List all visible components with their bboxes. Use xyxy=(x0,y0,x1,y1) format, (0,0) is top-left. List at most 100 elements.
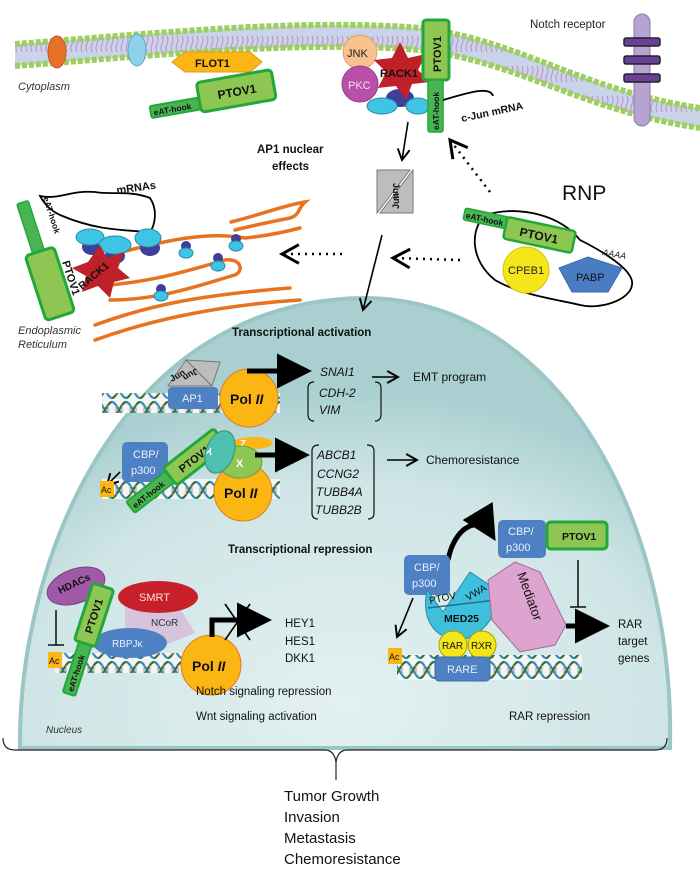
nucleus-label: Nucleus xyxy=(46,725,82,736)
mediator-shape xyxy=(487,561,567,653)
gene-ccng2: CCNG2 xyxy=(317,467,359,481)
ncor-label: NCoR xyxy=(151,618,178,629)
rar-label: RAR xyxy=(442,641,463,652)
pabp-pentagon xyxy=(558,256,623,293)
jun-label-bottom: Jun xyxy=(391,193,401,209)
ap1-box xyxy=(168,387,218,409)
ptov1-label: PTOV1 xyxy=(217,81,258,102)
emt-program-label: EMT program xyxy=(413,370,486,384)
gene-snai1: SNAI1 xyxy=(320,365,355,379)
outcome-item: Metastasis xyxy=(284,830,356,847)
y-factor xyxy=(204,430,236,474)
er-label-1: Endoplasmic xyxy=(18,325,81,337)
cbp-left-label-1: CBP/ xyxy=(414,562,441,574)
rar-target-1: RAR xyxy=(618,619,642,631)
rare-box xyxy=(434,656,491,682)
rar-target-2: target xyxy=(618,636,648,648)
rbpjk-label: RBPJκ xyxy=(112,639,144,650)
notch-bar xyxy=(623,55,661,65)
cpeb1-circle xyxy=(502,246,550,294)
bracket-right-1 xyxy=(374,381,382,422)
gene-abcb1: ABCB1 xyxy=(316,448,356,462)
curved-arrow-cbp xyxy=(445,501,496,561)
notch-bar xyxy=(623,37,661,47)
flot1-label: FLOT1 xyxy=(195,58,230,70)
pol2-label-2: Pol II xyxy=(224,485,259,501)
pkc-label: PKC xyxy=(348,80,371,92)
outcome-item: Chemoresistance xyxy=(284,851,401,868)
bracket-left-2 xyxy=(311,444,320,520)
ap1-label: AP1 xyxy=(182,393,203,405)
gene-vim: VIM xyxy=(319,403,340,417)
rxr-label: RXR xyxy=(471,641,492,652)
jnk-label: JNK xyxy=(347,48,368,60)
bracket-left-1 xyxy=(307,381,315,422)
c-jun-mrna-strand xyxy=(442,89,494,101)
pabp-label: PABP xyxy=(576,272,605,284)
cbp-left-label-2: p300 xyxy=(412,578,436,590)
x-label: X xyxy=(236,458,244,470)
bracket-right-2 xyxy=(366,444,375,520)
rar-repression-label: RAR repression xyxy=(509,711,590,723)
arrow-complex-to-jun xyxy=(396,121,411,162)
pol2-label-3: Pol II xyxy=(192,658,227,674)
notch-receptor xyxy=(633,13,651,127)
ptov1-membrane: eAT-hook PTOV1 xyxy=(148,68,278,119)
cbp-p300-box-top xyxy=(498,520,546,558)
chemoresistance-label: Chemoresistance xyxy=(426,453,520,467)
repression-title: Transcriptional repression xyxy=(228,544,372,556)
outcome-list: Tumor Growth Invasion Metastasis Chemore… xyxy=(284,786,401,870)
pol2-label: Pol II xyxy=(230,391,265,407)
ptov1-vertical-label: PTOV1 xyxy=(432,36,444,72)
blocked-transcription-arrow xyxy=(209,602,272,638)
eat-hook-vertical-label: eAT-hook xyxy=(431,92,441,130)
gene-tubb2b: TUBB2B xyxy=(315,503,362,517)
rack1-star xyxy=(374,42,430,100)
cbp-label-2: p300 xyxy=(131,465,155,477)
rare-label: RARE xyxy=(447,664,478,676)
cbp-top-label-2: p300 xyxy=(506,542,530,554)
ac-rar-label: Ac xyxy=(389,652,400,662)
cbp-p300-box-left xyxy=(404,555,450,595)
er-polysome xyxy=(75,228,162,264)
c-jun-mrna-label: c-Jun mRNA xyxy=(460,100,525,125)
ap1-effects-label-1: AP1 nuclear xyxy=(257,144,324,156)
block-x-2 xyxy=(224,603,251,641)
arrow-cbp-to-ac-rar xyxy=(394,597,414,639)
activation-title: Transcriptional activation xyxy=(232,327,371,339)
cbp-top-label-1: CBP/ xyxy=(508,526,535,538)
gene-tubb4a: TUBB4A xyxy=(316,485,363,499)
notch-bar xyxy=(623,73,661,83)
gene-dkk1: DKK1 xyxy=(285,653,315,665)
jun-label-top: Jun xyxy=(391,183,401,199)
dotted-arrow-rnp-to-complex xyxy=(448,137,491,193)
pkc-circle xyxy=(341,65,379,103)
ac-mark-rep xyxy=(48,652,62,668)
gene-hes1: HES1 xyxy=(285,636,315,648)
smrt-ellipse xyxy=(118,581,198,613)
cbp-p300-box xyxy=(122,442,168,482)
rar-target-3: genes xyxy=(618,653,650,665)
rack1-label: RACK1 xyxy=(380,68,418,80)
ac-mark-rar xyxy=(388,648,402,664)
flot1-shape xyxy=(171,51,263,73)
med25-label: MED25 xyxy=(444,613,479,625)
ac-rep-label: Ac xyxy=(49,656,60,666)
med25-divider xyxy=(427,599,497,609)
ptov1-er xyxy=(16,200,76,322)
gene-hey1: HEY1 xyxy=(285,618,315,630)
er-label-2: Reticulum xyxy=(18,339,67,351)
notch-repression-label: Notch signaling repression xyxy=(196,686,332,698)
ptov1-rar-label: PTOV1 xyxy=(562,531,596,543)
membrane-protein-blue xyxy=(127,33,147,67)
cpeb1-label: CPEB1 xyxy=(508,265,544,277)
smrt-label: SMRT xyxy=(139,592,170,604)
cytoplasm-label: Cytoplasm xyxy=(18,81,70,93)
outcome-item: Tumor Growth xyxy=(284,788,380,805)
rnp-mrna-outline xyxy=(473,210,633,308)
rnp-label: RNP xyxy=(562,182,606,205)
y-label: Y xyxy=(205,444,215,457)
er-ribosomes xyxy=(153,234,244,302)
cbp-label-1: CBP/ xyxy=(133,449,160,461)
